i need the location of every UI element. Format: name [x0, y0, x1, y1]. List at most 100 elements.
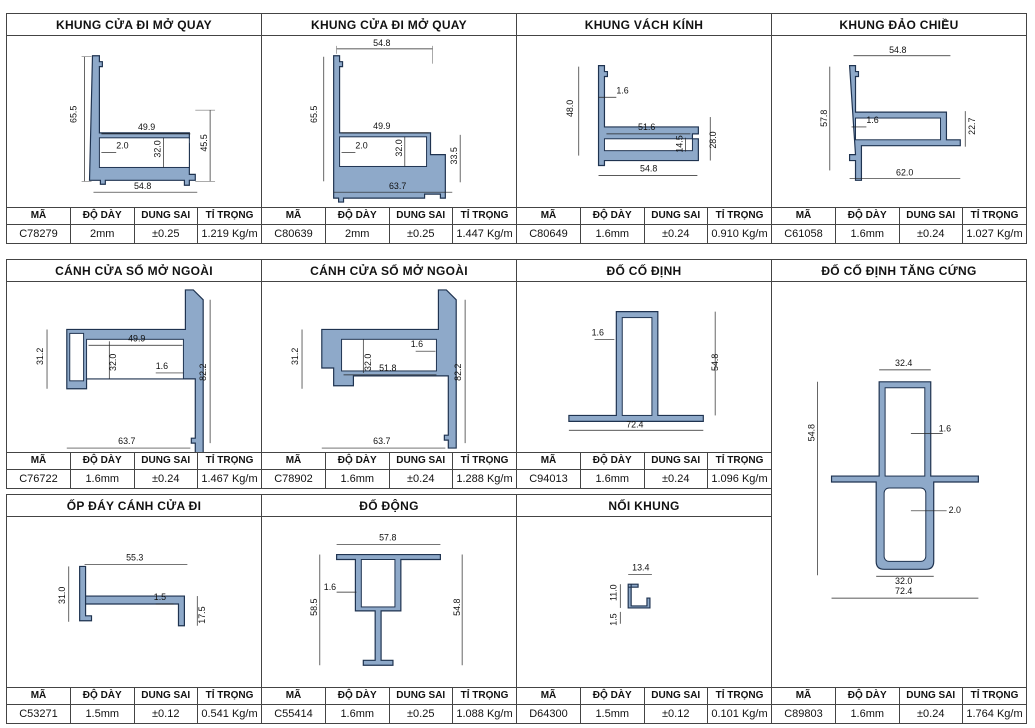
header-tolerance: DUNG SAI	[134, 208, 198, 225]
header-thickness: ĐỘ DÀY	[70, 688, 135, 705]
profile-thickness: 1.6mm	[325, 469, 390, 488]
svg-text:31.2: 31.2	[35, 348, 45, 365]
profile-tolerance: ±0.25	[389, 224, 453, 243]
profile-tolerance: ±0.12	[134, 704, 198, 723]
svg-text:54.8: 54.8	[710, 354, 720, 371]
svg-text:48.0: 48.0	[565, 100, 575, 117]
svg-text:63.7: 63.7	[118, 436, 135, 446]
profile-weight: 1.288 Kg/m	[456, 472, 513, 485]
profile-thickness: 2mm	[70, 224, 135, 243]
profile-tolerance: ±0.24	[899, 704, 963, 723]
profile-code: C80649	[517, 224, 581, 243]
profile-title: ĐỐ CỐ ĐỊNH	[517, 260, 771, 282]
svg-text:51.8: 51.8	[379, 363, 396, 373]
header-weight: TỈ TRỌNG	[962, 688, 1026, 705]
profile-drawing: 13.4 11.0 1.5	[517, 517, 771, 687]
header-tolerance: DUNG SAI	[644, 688, 708, 705]
header-code: MÃ	[517, 208, 581, 225]
svg-text:2.0: 2.0	[949, 505, 961, 515]
svg-text:72.4: 72.4	[895, 586, 912, 596]
svg-text:32.0: 32.0	[108, 354, 118, 371]
svg-text:1.6: 1.6	[324, 582, 336, 592]
header-thickness: ĐỘ DÀY	[70, 208, 135, 225]
profile-code: C78279	[7, 224, 71, 243]
profile-thickness: 1.6mm	[580, 469, 645, 488]
svg-text:1.6: 1.6	[939, 423, 951, 433]
header-tolerance: DUNG SAI	[134, 688, 198, 705]
header-thickness: ĐỘ DÀY	[70, 453, 135, 470]
profile-tolerance: ±0.24	[134, 469, 198, 488]
profile-weight: 0.541 Kg/m	[201, 707, 258, 720]
svg-text:1.6: 1.6	[866, 115, 878, 125]
svg-text:49.9: 49.9	[373, 121, 390, 131]
header-tolerance: DUNG SAI	[899, 208, 963, 225]
profile-drawing: 1.6 54.8 72.4	[517, 282, 771, 452]
svg-text:72.4: 72.4	[626, 419, 643, 429]
header-tolerance: DUNG SAI	[389, 688, 453, 705]
profile-drawing: 57.8 1.6 58.5 54.8	[262, 517, 516, 687]
svg-text:2.0: 2.0	[116, 141, 128, 151]
profile-drawing: 31.2 49.9 32.0 1.6 82.2 63.7	[7, 282, 261, 452]
header-code: MÃ	[262, 453, 326, 470]
profile-code: C53271	[7, 704, 71, 723]
profile-code: C61058	[772, 224, 836, 243]
header-thickness: ĐỘ DÀY	[835, 208, 900, 225]
profile-card-c80639: KHUNG CỬA ĐI MỞ QUAY 54.8 65.5 49.9 2.0 …	[261, 13, 517, 244]
header-weight: TỈ TRỌNG	[452, 453, 516, 470]
svg-text:54.8: 54.8	[640, 163, 657, 173]
header-code: MÃ	[772, 208, 836, 225]
profile-weight: 1.027 Kg/m	[966, 227, 1023, 240]
svg-text:55.3: 55.3	[126, 552, 143, 562]
profile-code: C80639	[262, 224, 326, 243]
header-tolerance: DUNG SAI	[644, 453, 708, 470]
profile-card-c61058: KHUNG ĐẢO CHIỀU 54.8 57.8 1.6 22.7 62.0 …	[771, 13, 1027, 244]
header-weight: TỈ TRỌNG	[197, 453, 261, 470]
profile-thickness: 1.6mm	[325, 704, 390, 723]
profile-code: C94013	[517, 469, 581, 488]
svg-text:54.8: 54.8	[889, 45, 906, 55]
profile-tolerance: ±0.25	[134, 224, 198, 243]
svg-text:1.6: 1.6	[156, 361, 168, 371]
svg-text:49.9: 49.9	[128, 333, 145, 343]
profile-tolerance: ±0.12	[644, 704, 708, 723]
profile-tolerance: ±0.24	[389, 469, 453, 488]
header-weight: TỈ TRỌNG	[452, 688, 516, 705]
profile-weight: 1.088 Kg/m	[456, 707, 513, 720]
profile-title: KHUNG VÁCH KÍNH	[517, 14, 771, 36]
svg-text:31.0: 31.0	[57, 587, 67, 604]
svg-text:13.4: 13.4	[632, 562, 649, 572]
svg-text:14.5: 14.5	[675, 135, 685, 152]
profile-drawing: 54.8 57.8 1.6 22.7 62.0	[772, 36, 1026, 207]
profile-title: KHUNG ĐẢO CHIỀU	[772, 14, 1026, 36]
svg-text:45.5: 45.5	[199, 134, 209, 151]
header-thickness: ĐỘ DÀY	[580, 453, 645, 470]
svg-text:32.4: 32.4	[895, 358, 912, 368]
header-code: MÃ	[772, 688, 836, 705]
svg-text:57.8: 57.8	[819, 110, 829, 127]
profile-title: ỐP ĐÁY CÁNH CỬA ĐI	[7, 495, 261, 517]
profile-thickness: 1.6mm	[580, 224, 645, 243]
profile-tolerance: ±0.25	[389, 704, 453, 723]
profile-title: CÁNH CỬA SỔ MỞ NGOÀI	[7, 260, 261, 282]
profile-drawing: 55.3 31.0 1.5 17.5	[7, 517, 261, 687]
svg-text:22.7: 22.7	[967, 118, 977, 135]
header-thickness: ĐỘ DÀY	[580, 688, 645, 705]
header-code: MÃ	[517, 453, 581, 470]
header-weight: TỈ TRỌNG	[452, 208, 516, 225]
profile-title: ĐỐ ĐỘNG	[262, 495, 516, 517]
header-thickness: ĐỘ DÀY	[325, 453, 390, 470]
profile-drawing: 65.5 49.9 2.0 32.0 45.5 54.8	[7, 36, 261, 207]
profile-card-c80649: KHUNG VÁCH KÍNH 48.0 1.6 51.6 14.5 28.0 …	[516, 13, 772, 244]
profile-drawing: 32.4 54.8 1.6 2.0 32.0 72.4	[772, 282, 1026, 687]
profile-thickness: 1.5mm	[70, 704, 135, 723]
profile-weight: 1.764 Kg/m	[966, 707, 1023, 720]
profile-drawing: 54.8 65.5 49.9 2.0 32.0 33.5 63.7	[262, 36, 516, 207]
